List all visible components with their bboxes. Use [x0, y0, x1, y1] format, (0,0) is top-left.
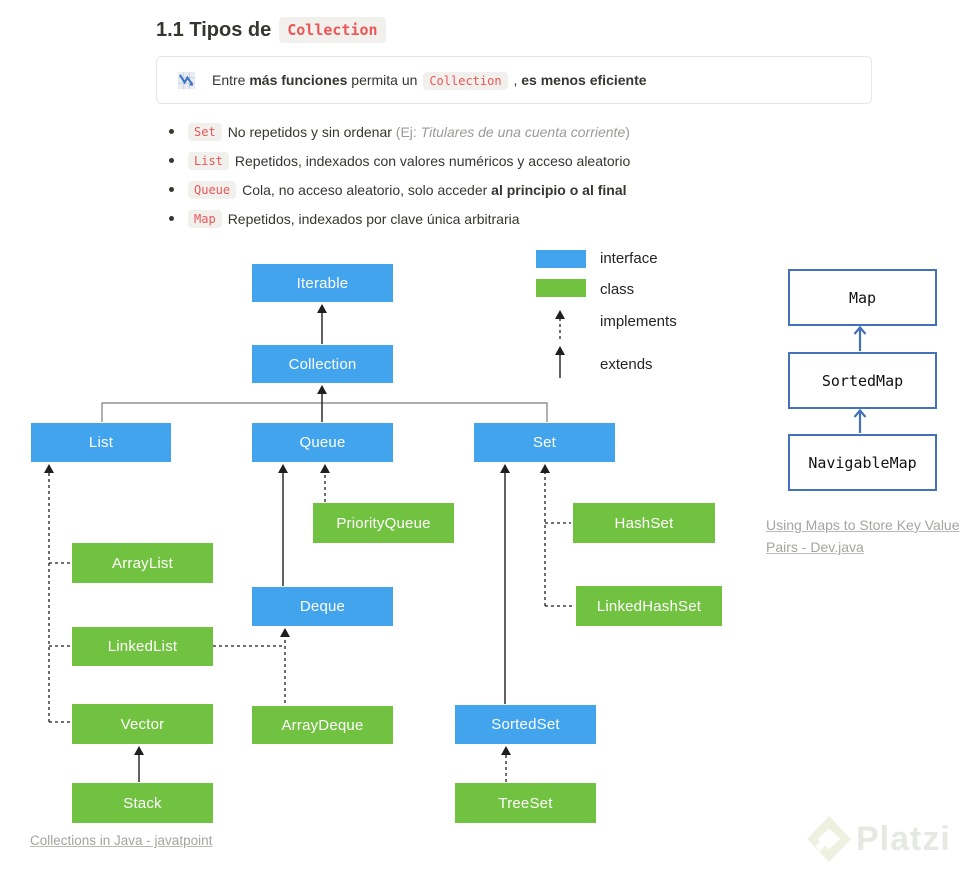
bullet-queue-text: Cola, no acceso aleatorio, solo acceder …: [242, 181, 627, 198]
map-diagram-source-link[interactable]: Using Maps to Store Key Value Pairs - De…: [766, 517, 960, 555]
legend-extends-label: extends: [600, 356, 653, 373]
callout-block: Entre más funciones permita un Collectio…: [156, 56, 872, 104]
bullet-map-text: Repetidos, indexados por clave única arb…: [227, 210, 520, 227]
connector-collection-children: [101, 402, 548, 422]
node-navigablemap: NavigableMap: [788, 434, 937, 491]
legend-class-swatch: [536, 279, 586, 297]
node-collection: Collection: [252, 345, 393, 383]
node-arraylist: ArrayList: [72, 543, 213, 583]
title-code-chip: Collection: [279, 17, 386, 43]
bullet-queue-code: Queue: [188, 180, 237, 199]
implements-arrows: [44, 310, 574, 782]
callout-bold1: más funciones: [249, 72, 348, 88]
node-set: Set: [474, 423, 615, 462]
bullet-map-code: Map: [188, 209, 222, 228]
node-sortedmap: SortedMap: [788, 352, 937, 409]
node-list: List: [31, 423, 171, 462]
bullet-dot: [169, 216, 174, 221]
bullet-queue: Queue Cola, no acceso aleatorio, solo ac…: [156, 175, 796, 204]
bullet-map: Map Repetidos, indexados por clave única…: [156, 204, 796, 233]
bullet-dot: [169, 158, 174, 163]
node-linkedhashset: LinkedHashSet: [576, 586, 722, 626]
callout-bold2: es menos eficiente: [521, 72, 647, 88]
node-priorityqueue: PriorityQueue: [313, 503, 454, 543]
node-queue: Queue: [252, 423, 393, 462]
node-stack: Stack: [72, 783, 213, 823]
node-sortedset: SortedSet: [455, 705, 596, 744]
bullet-set: Set No repetidos y sin ordenar (Ej: Titu…: [156, 117, 796, 146]
platzi-watermark-text: Platzi: [856, 820, 951, 858]
platzi-logo-icon: [807, 816, 851, 862]
node-linkedlist: LinkedList: [72, 627, 213, 666]
bullet-list-code: List: [188, 151, 229, 170]
bullet-list-item: List Repetidos, indexados con valores nu…: [156, 146, 796, 175]
node-deque: Deque: [252, 587, 393, 626]
page-title: 1.1 Tipos de Collection: [156, 17, 386, 43]
bullet-set-code: Set: [188, 122, 222, 141]
node-hashset: HashSet: [573, 503, 715, 543]
node-treeset: TreeSet: [455, 783, 596, 823]
node-vector: Vector: [72, 704, 213, 744]
chart-decreasing-icon: [177, 71, 196, 89]
callout-text: Entre más funciones permita un Collectio…: [212, 72, 647, 90]
legend-interface-label: interface: [600, 250, 658, 267]
collections-source-link[interactable]: Collections in Java - javatpoint: [30, 833, 213, 848]
legend-implements-label: implements: [600, 313, 677, 330]
page-title-text: 1.1 Tipos de: [156, 18, 272, 41]
bullet-dot: [169, 129, 174, 134]
bullet-list: Set No repetidos y sin ordenar (Ej: Titu…: [156, 117, 796, 233]
callout-part3: ,: [509, 72, 522, 88]
legend-interface-swatch: [536, 250, 586, 268]
callout-part1: Entre: [212, 72, 250, 88]
bullet-list-text: Repetidos, indexados con valores numéric…: [234, 152, 631, 169]
bullet-set-text: No repetidos y sin ordenar (Ej: Titulare…: [227, 123, 630, 140]
bullet-dot: [169, 187, 174, 192]
callout-part2: permita un: [347, 72, 422, 88]
legend-class-label: class: [600, 281, 635, 298]
callout-code-chip: Collection: [423, 72, 508, 90]
node-map: Map: [788, 269, 937, 326]
node-iterable: Iterable: [252, 264, 393, 302]
node-arraydeque: ArrayDeque: [252, 706, 393, 744]
